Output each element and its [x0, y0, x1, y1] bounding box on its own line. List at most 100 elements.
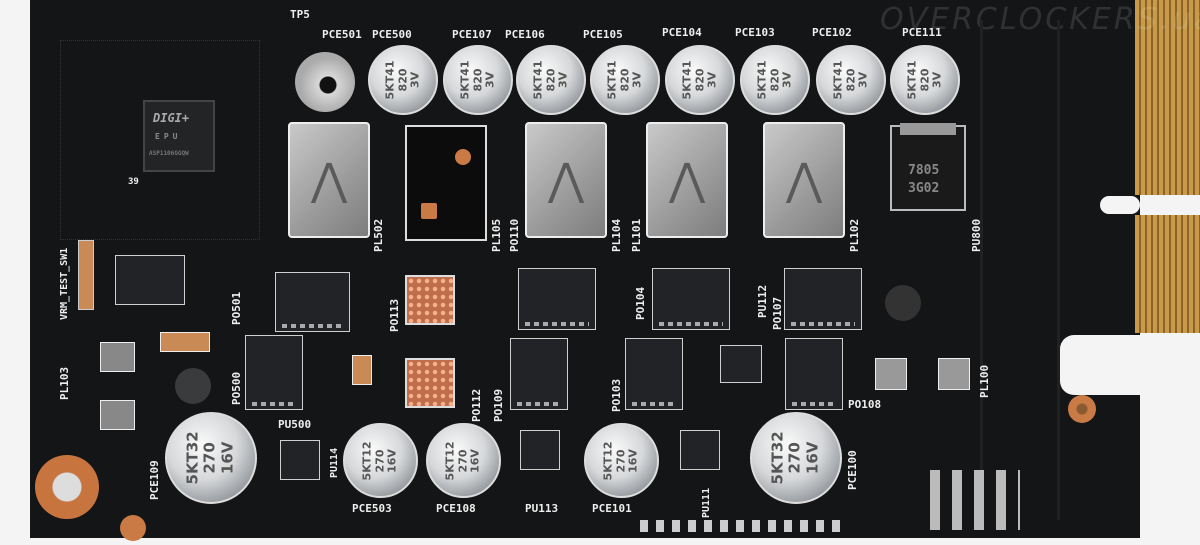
regulator-text: 3G02 [908, 181, 940, 196]
pwm-controller-chip: DIGI+ EPU ASP1106GGQW [143, 100, 215, 172]
label: PO109 [492, 388, 505, 422]
label: PL502 [372, 218, 385, 252]
mosfet [652, 268, 730, 330]
pin-label: 39 [128, 177, 139, 187]
label: PL101 [630, 218, 643, 252]
label: PU500 [278, 418, 312, 431]
fiducial [885, 285, 921, 321]
label: PCE100 [846, 450, 859, 490]
trace [60, 40, 260, 240]
mosfet [245, 335, 303, 410]
label: PO501 [230, 291, 243, 325]
ic [280, 440, 320, 480]
smd-component [78, 240, 94, 310]
pad [421, 203, 437, 219]
mosfet [784, 268, 862, 330]
solder-pad [938, 358, 970, 390]
solder-pad [875, 358, 907, 390]
label: PCE104 [662, 26, 702, 39]
tab [900, 123, 956, 135]
label: PCE109 [148, 460, 161, 500]
ic [680, 430, 720, 470]
mounting-hole [35, 455, 99, 519]
gold-fingers-upper [1135, 0, 1200, 195]
choke-logo-icon: ⋀ [310, 154, 348, 206]
label: PO110 [508, 218, 521, 252]
choke-inductor: ⋀ [763, 122, 845, 238]
label: PCE107 [452, 28, 492, 41]
label: PO103 [610, 378, 623, 412]
label: PL104 [610, 218, 623, 252]
label: PL100 [978, 364, 991, 398]
mosfet [510, 338, 568, 410]
ic [115, 255, 185, 305]
choke-empty-footprint [405, 125, 487, 241]
mosfet [625, 338, 683, 410]
smd-component [352, 355, 372, 385]
choke-inductor: ⋀ [646, 122, 728, 238]
chip-brand: DIGI+ [153, 111, 190, 125]
label: PCE500 [372, 28, 412, 41]
mosfet [518, 268, 596, 330]
smd-component [160, 332, 210, 352]
label: PO108 [848, 398, 882, 411]
label: PL103 [58, 366, 71, 400]
label: PCE101 [592, 502, 632, 515]
label: PCE503 [352, 502, 392, 515]
smd-row [640, 520, 840, 532]
bga-footprint [405, 275, 455, 325]
label: PU113 [525, 502, 559, 515]
choke-inductor: ⋀ [525, 122, 607, 238]
ic [520, 430, 560, 470]
label: PCE102 [812, 26, 852, 39]
driver-ic [720, 345, 762, 383]
label: PCE106 [505, 28, 545, 41]
label: PL105 [490, 218, 503, 252]
gold-fingers-lower [1135, 215, 1200, 333]
label: PCE501 [322, 28, 362, 41]
regulator-text: 7805 [908, 163, 940, 178]
label: PU112 [756, 284, 769, 318]
capacitor-dark [295, 52, 355, 112]
mosfet [275, 272, 350, 332]
label: PCE103 [735, 26, 775, 39]
via-pad [120, 515, 146, 541]
label: PCE111 [902, 26, 942, 39]
key-notch [1100, 196, 1140, 214]
fiducial [175, 368, 211, 404]
mosfet [785, 338, 843, 410]
label: PU800 [970, 218, 983, 252]
via-pad [1068, 395, 1096, 423]
watermark: OVERCLOCKERS.ua [880, 2, 1200, 37]
label: PU111 [701, 487, 712, 518]
solder-pad [100, 342, 135, 372]
choke-logo-icon: ⋀ [668, 154, 706, 206]
trace [980, 20, 1060, 520]
choke-inductor: ⋀ [288, 122, 370, 238]
smd-array [930, 470, 1020, 530]
label: PO107 [771, 296, 784, 330]
choke-logo-icon: ⋀ [785, 154, 823, 206]
label: PCE108 [436, 502, 476, 515]
background [1140, 335, 1200, 545]
label: PL102 [848, 218, 861, 252]
solder-pad [100, 400, 135, 430]
label: PO500 [230, 371, 243, 405]
chip-sub: EPU [155, 132, 182, 141]
bga-footprint [405, 358, 455, 408]
label: PO113 [388, 298, 401, 332]
label: PO112 [470, 388, 483, 422]
label-tp5: TP5 [290, 8, 310, 21]
chip-code: ASP1106GGQW [149, 150, 189, 157]
